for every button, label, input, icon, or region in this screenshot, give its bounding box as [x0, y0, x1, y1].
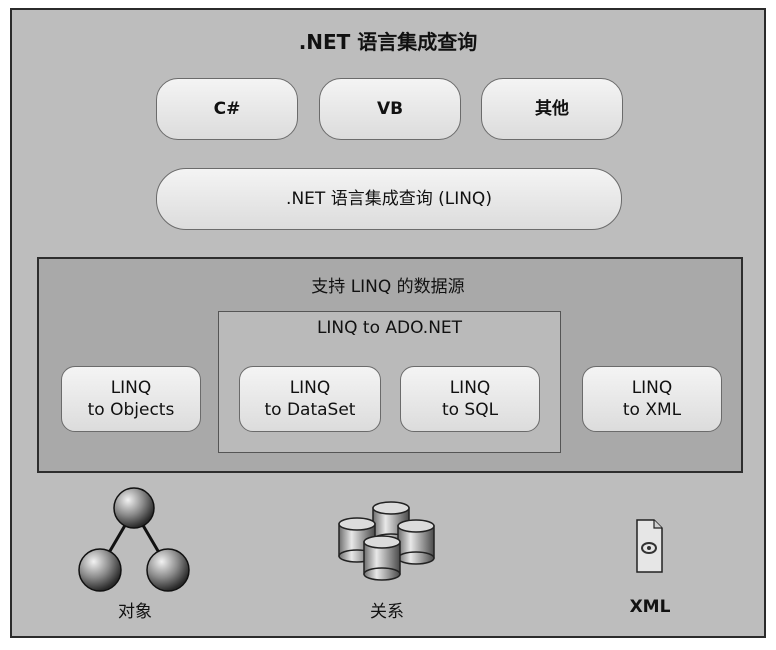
- object-graph-icon: [78, 487, 190, 592]
- linq-to-dataset-line2: to DataSet: [264, 400, 356, 420]
- linq-to-sql-line1: LINQ: [449, 378, 491, 398]
- linq-to-dataset-box: LINQ to DataSet: [239, 366, 381, 432]
- relational-label: 关系: [370, 602, 404, 622]
- linq-to-xml-line2: to XML: [622, 400, 682, 420]
- objects-label: 对象: [118, 602, 152, 622]
- linq-to-xml-box: LINQ to XML: [582, 366, 722, 432]
- language-vb: VB: [319, 78, 461, 140]
- linq-to-objects-line1: LINQ: [110, 378, 152, 398]
- linq-to-objects-line2: to Objects: [87, 400, 175, 420]
- diagram-title: .NET 语言集成查询: [298, 30, 478, 54]
- linq-to-sql-line2: to SQL: [441, 400, 499, 420]
- data-sources-title: 支持 LINQ 的数据源: [311, 277, 465, 297]
- xml-document-icon: [636, 519, 663, 573]
- ado-net-title: LINQ to ADO.NET: [316, 318, 463, 338]
- language-other: 其他: [481, 78, 623, 140]
- linq-to-xml-line1: LINQ: [631, 378, 673, 398]
- linq-to-dataset-line1: LINQ: [289, 378, 331, 398]
- linq-to-objects-box: LINQ to Objects: [61, 366, 201, 432]
- database-icon: [338, 501, 435, 581]
- xml-label: XML: [629, 597, 671, 617]
- linq-to-sql-box: LINQ to SQL: [400, 366, 540, 432]
- language-csharp: C#: [156, 78, 298, 140]
- linq-bar: .NET 语言集成查询 (LINQ): [156, 168, 622, 230]
